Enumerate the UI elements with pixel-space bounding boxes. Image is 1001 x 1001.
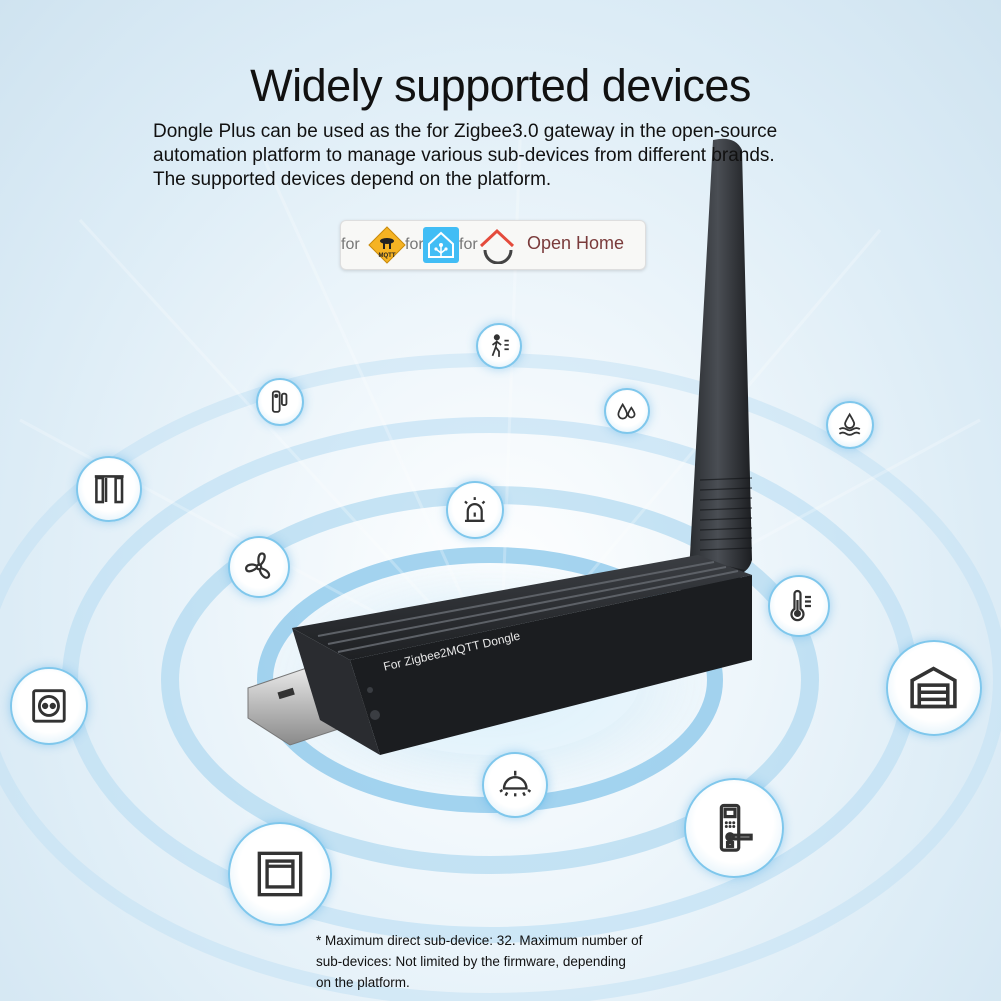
door-sensor-icon xyxy=(256,378,304,426)
page-title: Widely supported devices xyxy=(250,60,751,111)
brand-for-label: for xyxy=(459,236,478,253)
home-assistant-logo-icon xyxy=(423,227,459,263)
mqtt-logo-text: MQTT xyxy=(379,253,396,259)
brand-for-label: for xyxy=(405,236,424,253)
footnote: * Maximum direct sub-device: 32. Maximum… xyxy=(316,930,696,993)
brand-for-label: for xyxy=(341,236,360,253)
openhome-brand-name: Open Home xyxy=(527,233,625,253)
wall-socket-icon xyxy=(10,667,88,745)
ceiling-light-icon xyxy=(482,752,548,818)
flood-sensor-icon xyxy=(826,401,874,449)
platform-brand-bar: for MQTT for for Open Home xyxy=(340,220,646,270)
footnote-line: sub-devices: Not limited by the firmware… xyxy=(316,954,626,969)
thermometer-icon xyxy=(768,575,830,637)
motion-sensor-icon xyxy=(476,323,522,369)
description: Dongle Plus can be used as the for Zigbe… xyxy=(153,120,873,192)
description-line: Dongle Plus can be used as the for Zigbe… xyxy=(153,121,778,142)
mqtt-logo-icon: MQTT xyxy=(368,226,406,264)
smart-lock-icon xyxy=(684,778,784,878)
footnote-line: * Maximum direct sub-device: 32. Maximum… xyxy=(316,933,643,948)
water-leak-icon xyxy=(604,388,650,434)
curtain-icon xyxy=(76,456,142,522)
openhome-logo-icon xyxy=(479,228,515,264)
description-line: The supported devices depend on the plat… xyxy=(153,169,552,190)
wall-switch-icon xyxy=(228,822,332,926)
footnote-line: on the platform. xyxy=(316,975,410,990)
fan-icon xyxy=(228,536,290,598)
description-line: automation platform to manage various su… xyxy=(153,145,775,166)
garage-door-icon xyxy=(886,640,982,736)
alarm-siren-icon xyxy=(446,481,504,539)
